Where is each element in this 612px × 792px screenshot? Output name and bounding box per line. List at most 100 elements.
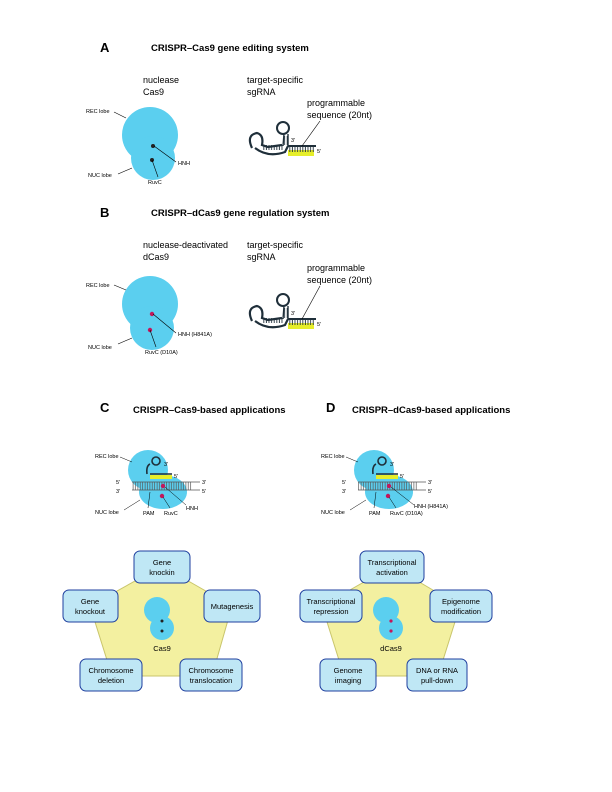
hnh-site bbox=[160, 483, 166, 489]
dna-three-prime-left: 3' bbox=[116, 489, 120, 495]
sgrna-hairpin-loop bbox=[377, 456, 387, 466]
panel-b-guide-line2: sgRNA bbox=[247, 252, 276, 262]
sgrna-lower bbox=[254, 145, 289, 156]
pam-label: PAM bbox=[369, 511, 381, 517]
panel-b: B CRISPR–dCas9 gene regulation system nu… bbox=[86, 205, 372, 356]
panel-a-guide-line1: target-specific bbox=[247, 75, 304, 85]
center-nuc-lobe bbox=[150, 616, 174, 640]
svg-text:modification: modification bbox=[441, 607, 481, 616]
five-prime-label: 5' bbox=[317, 322, 321, 328]
sgrna-loop bbox=[248, 131, 283, 149]
dna-three-prime-right: 3' bbox=[428, 480, 432, 486]
app-box-chromosome-deletion: Chromosome deletion bbox=[79, 658, 143, 692]
panel-b-letter: B bbox=[100, 205, 109, 220]
panel-b-protein-line1: nuclease-deactivated bbox=[143, 240, 228, 250]
ruvc-leader bbox=[151, 159, 159, 178]
svg-text:knockout: knockout bbox=[75, 607, 106, 616]
app-box-gene-knockout: Gene knockout bbox=[62, 589, 119, 623]
panel-b-guide-line1: target-specific bbox=[247, 240, 304, 250]
panel-b-protein-line2: dCas9 bbox=[143, 252, 169, 262]
sgrna-a bbox=[248, 121, 316, 156]
pam-label: PAM bbox=[143, 511, 155, 517]
hnh-dead-site bbox=[149, 311, 155, 317]
svg-text:knockin: knockin bbox=[149, 568, 174, 577]
nuc-leader bbox=[117, 167, 133, 175]
hnh-label: HNH (H841A) bbox=[414, 504, 448, 510]
dna-three-prime-left: 3' bbox=[342, 489, 346, 495]
nuc-lobe-shape bbox=[365, 475, 413, 509]
nuc-lobe-shape bbox=[131, 136, 175, 180]
svg-text:Transcriptional: Transcriptional bbox=[368, 558, 417, 567]
dcas9-protein bbox=[122, 276, 178, 350]
panel-a-letter: A bbox=[100, 40, 110, 55]
svg-text:Chromosome: Chromosome bbox=[188, 666, 233, 675]
rec-label: REC lobe bbox=[86, 283, 110, 289]
three-prime-label: 3' bbox=[291, 138, 295, 144]
rec-label: REC lobe bbox=[95, 454, 119, 460]
rec-leader bbox=[113, 111, 127, 119]
panel-b-title: CRISPR–dCas9 gene regulation system bbox=[151, 208, 329, 219]
rec-label: REC lobe bbox=[86, 109, 110, 115]
programmable-leader bbox=[301, 285, 321, 320]
cas9-dna-complex bbox=[128, 450, 200, 509]
hnh-leader bbox=[153, 145, 177, 163]
svg-text:pull-down: pull-down bbox=[421, 676, 453, 685]
spacer-sequence bbox=[288, 150, 314, 156]
panel-c-letter: C bbox=[100, 400, 110, 415]
center-protein-label: dCas9 bbox=[380, 644, 402, 653]
hnh-active-site bbox=[151, 144, 155, 148]
ruvc-label: RuvC (D10A) bbox=[390, 511, 423, 517]
panel-a-protein-line1: nuclease bbox=[143, 75, 179, 85]
cas9-protein bbox=[122, 107, 178, 180]
hnh-label: HNH bbox=[186, 506, 198, 512]
app-box-chromosome-translocation: Chromosome translocation bbox=[179, 658, 243, 692]
panel-a-programmable-line2: sequence (20nt) bbox=[307, 110, 372, 120]
dcas9-dna-complex bbox=[354, 450, 426, 509]
app-box-epigenome-modification: Epigenome modification bbox=[429, 589, 493, 623]
panel-c-title: CRISPR–Cas9-based applications bbox=[133, 405, 286, 416]
app-box-mutagenesis: Mutagenesis bbox=[203, 589, 261, 623]
sgrna-three-prime: 3' bbox=[164, 462, 168, 468]
svg-text:Mutagenesis: Mutagenesis bbox=[211, 602, 254, 611]
five-prime-label: 5' bbox=[317, 149, 321, 155]
panel-a-title: CRISPR–Cas9 gene editing system bbox=[151, 43, 309, 54]
svg-text:activation: activation bbox=[376, 568, 408, 577]
svg-text:Epigenome: Epigenome bbox=[442, 597, 480, 606]
hnh-dead-site bbox=[386, 483, 392, 489]
nuc-label: NUC lobe bbox=[88, 345, 112, 351]
sgrna-three-prime: 3' bbox=[390, 462, 394, 468]
ruvc-label: RuvC bbox=[148, 180, 162, 186]
panel-c: C CRISPR–Cas9-based applications 3' 5' 5… bbox=[62, 400, 286, 692]
svg-text:repression: repression bbox=[313, 607, 348, 616]
svg-text:Genome: Genome bbox=[334, 666, 363, 675]
svg-text:DNA or RNA: DNA or RNA bbox=[416, 666, 458, 675]
nuc-lobe-shape bbox=[139, 475, 187, 509]
dna-five-prime-right: 5' bbox=[202, 489, 206, 495]
center-protein-label: Cas9 bbox=[153, 644, 171, 653]
hnh-label: HNH bbox=[178, 161, 190, 167]
nuc-label: NUC lobe bbox=[88, 173, 112, 179]
panel-a-protein-line2: Cas9 bbox=[143, 87, 164, 97]
svg-text:translocation: translocation bbox=[190, 676, 233, 685]
nuc-lobe-shape bbox=[130, 306, 174, 350]
app-box-genome-imaging: Genome imaging bbox=[319, 658, 377, 692]
svg-text:Gene: Gene bbox=[153, 558, 171, 567]
app-box-transcriptional-activation: Transcriptional activation bbox=[359, 550, 425, 584]
panel-a: A CRISPR–Cas9 gene editing system nuclea… bbox=[86, 40, 372, 186]
nuc-leader bbox=[117, 337, 133, 345]
svg-text:deletion: deletion bbox=[98, 676, 124, 685]
dna-five-prime-left: 5' bbox=[342, 480, 346, 486]
spacer-sequence bbox=[150, 475, 172, 479]
sgrna-b bbox=[248, 293, 316, 329]
panel-a-programmable-line1: programmable bbox=[307, 98, 365, 108]
sgrna-five-prime: 5' bbox=[400, 474, 404, 480]
panel-a-guide-line2: sgRNA bbox=[247, 87, 276, 97]
spacer-sequence bbox=[376, 475, 398, 479]
sgrna-hairpin-loop bbox=[151, 456, 161, 466]
panel-d-letter: D bbox=[326, 400, 335, 415]
sgrna-hairpin-loop bbox=[276, 293, 290, 307]
svg-text:imaging: imaging bbox=[335, 676, 361, 685]
center-nuc-lobe bbox=[379, 616, 403, 640]
ruvc-leader bbox=[149, 329, 157, 348]
